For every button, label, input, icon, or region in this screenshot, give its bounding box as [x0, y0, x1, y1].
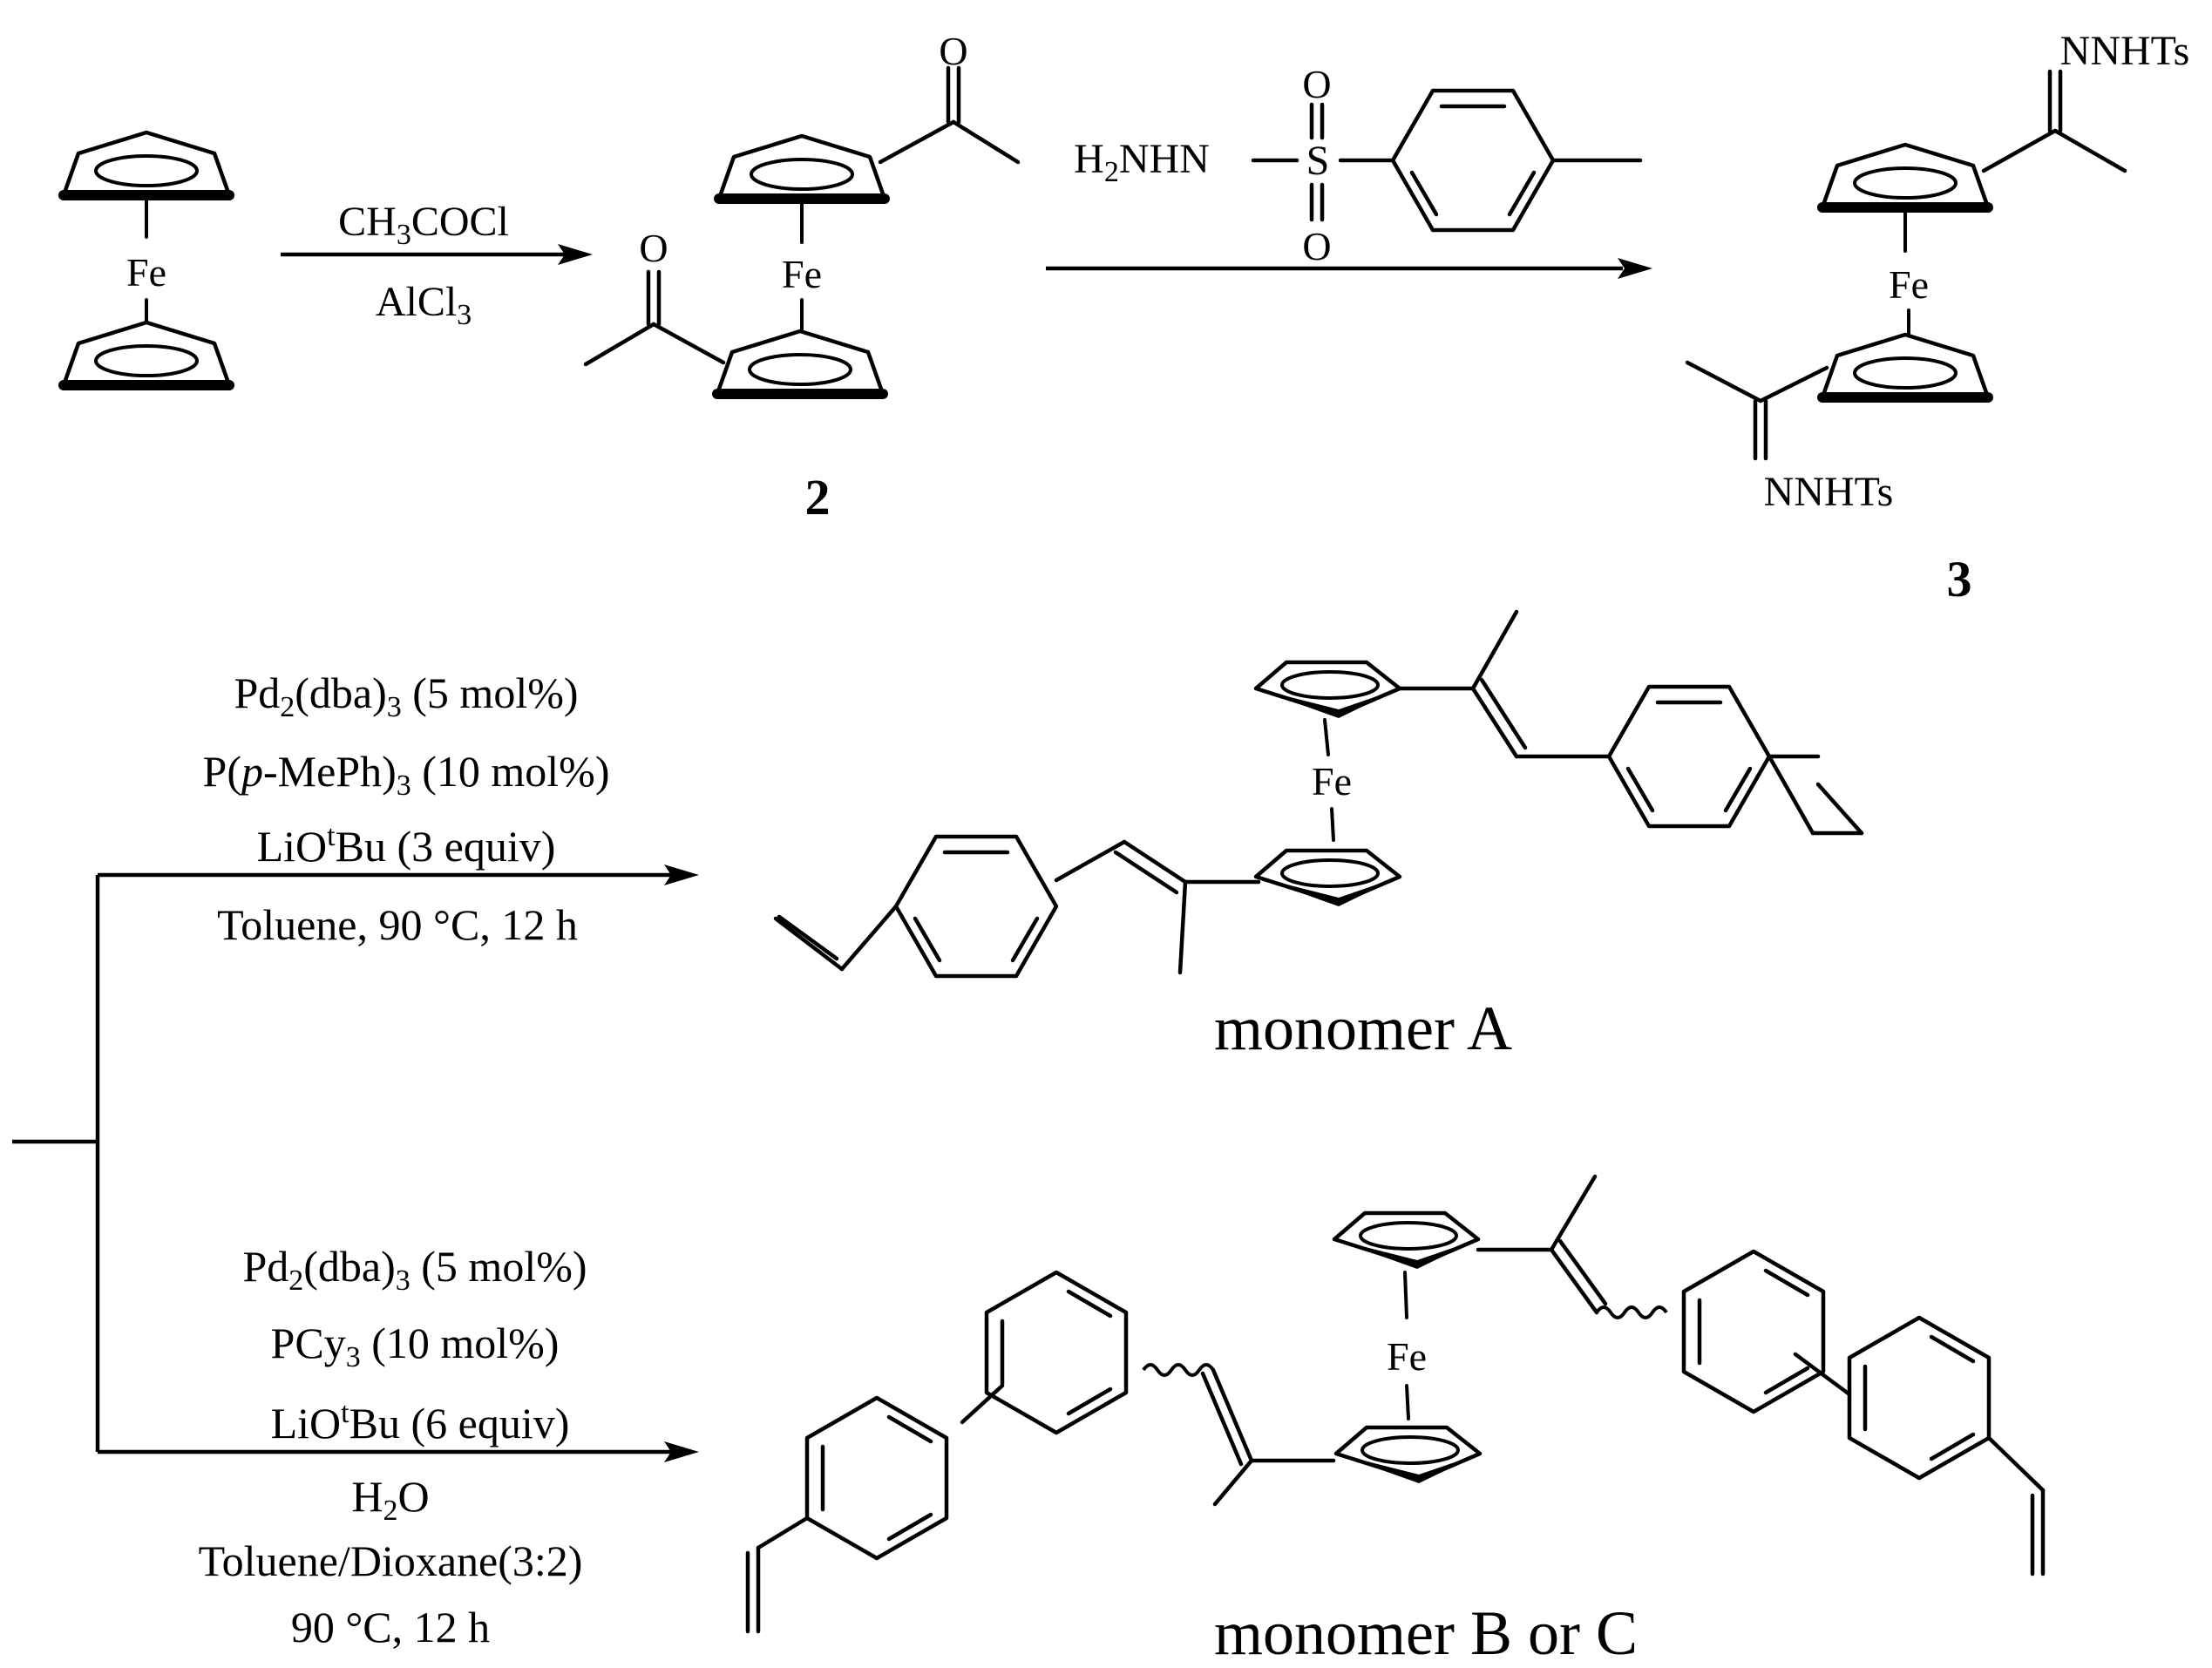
nnhts-label: NNHTs: [2060, 28, 2190, 74]
oxygen-label: O: [939, 29, 967, 73]
fe-label: Fe: [126, 250, 166, 295]
condition-ligand: P(p-MePh)3 (10 mol%): [203, 747, 610, 802]
product-label-monomer-bc: monomer B or C: [1214, 1598, 1638, 1668]
reagent-acetyl-chloride: CH3COCl: [338, 199, 509, 251]
fe-label: Fe: [782, 252, 822, 296]
ferrocene: Fe: [64, 132, 229, 385]
oxygen-label: O: [1302, 224, 1331, 268]
monomer-b-or-c: Fe: [745, 1174, 2046, 1634]
condition-temperature: 90 °C, 12 h: [291, 1603, 490, 1651]
catalyst-aluminium-chloride: AlCl3: [376, 279, 472, 331]
condition-solvent: Toluene, 90 °C, 12 h: [217, 900, 578, 949]
condition-catalyst: Pd2(dba)3 (5 mol%): [242, 1242, 587, 1297]
compound-label-2: 2: [805, 469, 831, 525]
condition-solvent: Toluene/Dioxane(3:2): [199, 1536, 583, 1585]
condition-base: LiOtBu (6 equiv): [271, 1397, 570, 1448]
condition-catalyst: Pd2(dba)3 (5 mol%): [234, 668, 578, 723]
diacetylferrocene: Fe O O: [583, 29, 1021, 394]
condition-ligand: PCy3 (10 mol%): [271, 1319, 560, 1373]
fe-label: Fe: [1312, 759, 1352, 803]
condition-water: H2O: [351, 1472, 429, 1527]
tosylhydrazide: H2NHN S O O: [1074, 62, 1643, 268]
route-bc-conditions: Pd2(dba)3 (5 mol%) PCy3 (10 mol%) LiOtBu…: [199, 1242, 587, 1651]
route-a-conditions: Pd2(dba)3 (5 mol%) P(p-MePh)3 (10 mol%) …: [203, 668, 610, 949]
arrow-acylation: [281, 244, 593, 265]
sulfur-label: S: [1306, 138, 1330, 184]
branch-connector: [12, 865, 699, 1462]
fe-label: Fe: [1387, 1334, 1427, 1379]
condition-base: LiOtBu (3 equiv): [257, 820, 556, 871]
oxygen-label: O: [1302, 62, 1331, 106]
hydrazine-label: H2NHN: [1074, 136, 1210, 188]
product-label-monomer-a: monomer A: [1214, 993, 1512, 1063]
compound-label-3: 3: [1947, 551, 1972, 607]
oxygen-label: O: [639, 226, 668, 270]
monomer-a: Fe: [773, 609, 1864, 976]
fe-label: Fe: [1889, 262, 1929, 307]
bis-tosylhydrazone-ferrocene: Fe NNHTs NNHTs: [1685, 28, 2190, 515]
nnhts-label: NNHTs: [1764, 469, 1894, 515]
arrow-hydrazone-formation: [1046, 258, 1652, 279]
